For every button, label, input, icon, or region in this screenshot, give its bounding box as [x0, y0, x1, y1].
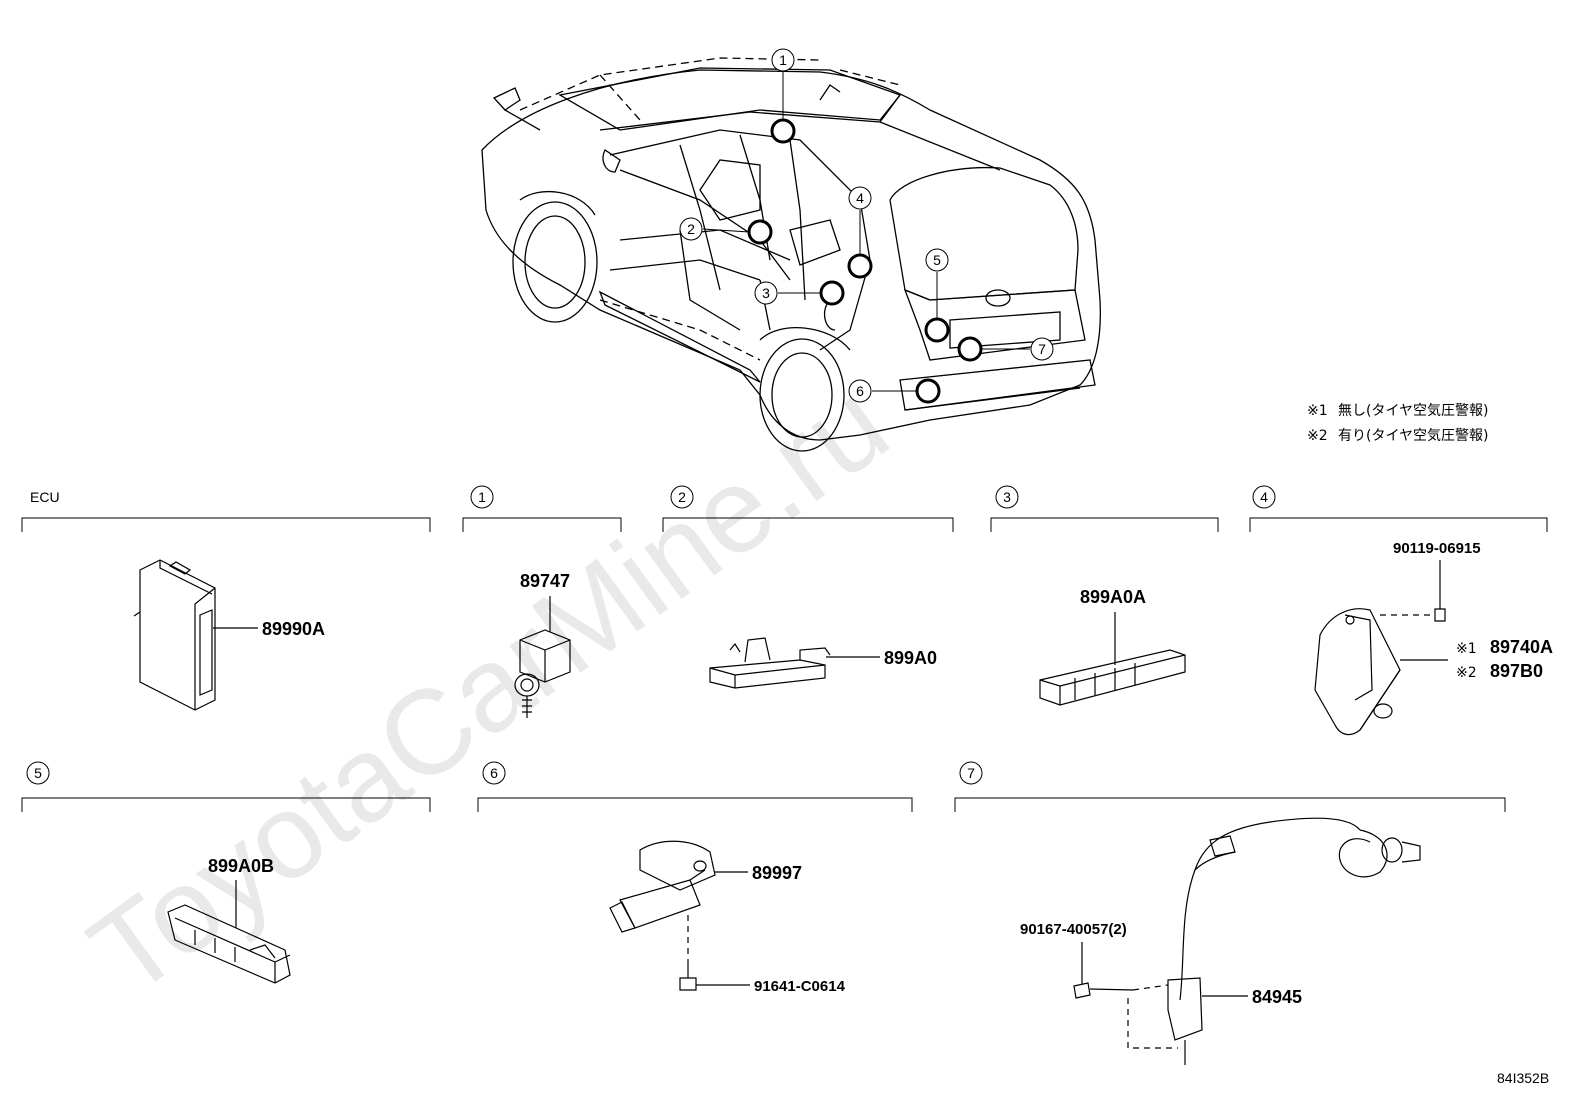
- part-899A0-drawing: [709, 637, 831, 689]
- section-ecu-title: ECU: [30, 489, 60, 505]
- figure-code: 84I352B: [1497, 1070, 1549, 1086]
- section-num-7: 7: [959, 761, 983, 785]
- section-num-5: 5: [26, 761, 50, 785]
- svg-text:7: 7: [1038, 341, 1046, 357]
- bolt-90167-drawing: [1073, 982, 1134, 999]
- sensor-markers: [747, 118, 983, 404]
- note-2-mark: ※2: [1307, 428, 1328, 444]
- section-num-1: 1: [470, 485, 494, 509]
- ecu-module-drawing: [133, 559, 216, 711]
- callout-3: 3: [754, 281, 778, 305]
- part-number-897B0: 897B0: [1490, 661, 1543, 681]
- notes: ※1 無し(タイヤ空気圧警報) ※2 有り(タイヤ空気圧警報): [1307, 403, 1489, 444]
- callout-5: 5: [925, 248, 949, 272]
- part-899A0A-drawing: [1039, 649, 1186, 706]
- part-899A0B-drawing: [167, 904, 291, 984]
- part-89997-drawing: [609, 840, 716, 933]
- svg-text:1: 1: [779, 52, 787, 68]
- watermark: ToyotaCarMine.ru: [67, 356, 912, 1021]
- callout-bubbles: 1 2 3 4 5 7 6: [679, 48, 1054, 403]
- part-number-899A0: 899A0: [884, 648, 937, 668]
- svg-text:3: 3: [762, 285, 770, 301]
- part-number-89997: 89997: [752, 863, 802, 883]
- svg-text:2: 2: [687, 221, 695, 237]
- part-number-89747: 89747: [520, 571, 570, 591]
- callout-6: 6: [848, 379, 872, 403]
- svg-text:3: 3: [1003, 489, 1011, 505]
- svg-text:6: 6: [490, 765, 498, 781]
- note-1-text: 無し(タイヤ空気圧警報): [1338, 403, 1489, 419]
- part-number-89990A: 89990A: [262, 619, 325, 639]
- part-number-90119-06915: 90119-06915: [1393, 540, 1481, 557]
- part-number-89740A: 89740A: [1490, 637, 1553, 657]
- bolt-91641-drawing: [679, 965, 697, 991]
- callout-leaders: [702, 72, 1030, 392]
- bolt-90119-drawing: [1434, 594, 1446, 622]
- svg-text:6: 6: [856, 383, 864, 399]
- part-89747-drawing: [514, 629, 571, 718]
- part-number-90167-40057: 90167-40057(2): [1020, 921, 1127, 938]
- section-num-2: 2: [670, 485, 694, 509]
- part-number-91641-C0614: 91641-C0614: [754, 978, 846, 995]
- callout-1: 1: [771, 48, 795, 72]
- svg-text:2: 2: [678, 489, 686, 505]
- svg-text:5: 5: [933, 252, 941, 268]
- part-84945-drawing: [1167, 817, 1421, 1065]
- svg-text:4: 4: [856, 190, 864, 206]
- part-number-84945: 84945: [1252, 987, 1302, 1007]
- section-num-4: 4: [1252, 485, 1276, 509]
- part-number-899A0B: 899A0B: [208, 856, 274, 876]
- part-4a-mark: ※1: [1456, 641, 1477, 657]
- section-num-6: 6: [482, 761, 506, 785]
- svg-text:1: 1: [478, 489, 486, 505]
- note-1-mark: ※1: [1307, 403, 1328, 419]
- part-number-899A0A: 899A0A: [1080, 587, 1146, 607]
- part-4b-mark: ※2: [1456, 665, 1477, 681]
- callout-4: 4: [848, 186, 872, 210]
- section-num-3: 3: [995, 485, 1019, 509]
- svg-text:4: 4: [1260, 489, 1268, 505]
- svg-text:5: 5: [34, 765, 42, 781]
- svg-text:7: 7: [967, 765, 975, 781]
- callout-7: 7: [1030, 337, 1054, 361]
- section-brackets: [21, 517, 1548, 812]
- note-2-text: 有り(タイヤ空気圧警報): [1338, 428, 1489, 444]
- part-89740A-drawing: [1314, 608, 1401, 736]
- vehicle-illustration: [481, 57, 1101, 452]
- callout-2: 2: [679, 217, 703, 241]
